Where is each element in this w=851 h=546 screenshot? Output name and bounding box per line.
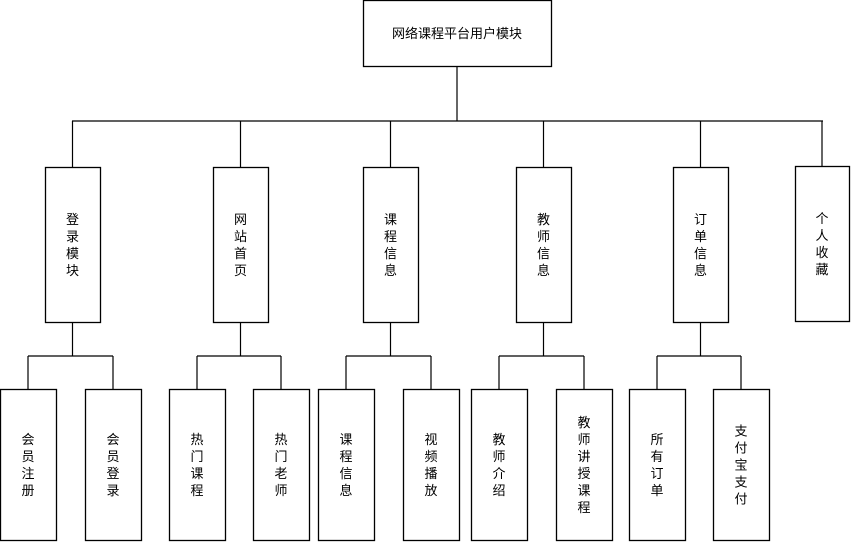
module-box: 登录模块 xyxy=(44,166,102,324)
child-box: 热门老师 xyxy=(252,388,311,542)
child-box-label: 课程信息 xyxy=(339,433,352,499)
module-box-border xyxy=(672,166,730,324)
child-box: 支付宝支付 xyxy=(712,388,771,542)
child-box-label: 支付宝支付 xyxy=(734,425,747,508)
child-box-label: 教师介绍 xyxy=(492,432,505,499)
child-box: 会员登录 xyxy=(84,388,143,542)
child-box-border xyxy=(402,388,461,542)
child-box-label: 所有订单 xyxy=(650,433,663,499)
child-box-label: 会员注册 xyxy=(21,433,34,499)
child-box-border xyxy=(712,388,771,542)
module-box-border xyxy=(212,166,270,324)
child-box: 所有订单 xyxy=(628,388,687,542)
child-box-border xyxy=(168,388,227,542)
module-box: 教师信息 xyxy=(515,166,573,324)
module-box-border xyxy=(794,165,851,323)
child-box: 会员注册 xyxy=(0,388,58,542)
root-box: 网络课程平台用户模块 xyxy=(362,0,553,68)
root-box-border xyxy=(362,0,553,68)
module-box-label: 订单信息 xyxy=(694,213,707,279)
child-box: 视频播放 xyxy=(402,388,461,542)
child-box-border xyxy=(628,388,687,542)
child-box-label: 热门课程 xyxy=(190,433,203,499)
root-box-label: 网络课程平台用户模块 xyxy=(392,26,522,42)
child-box-border xyxy=(555,388,614,542)
child-box-label: 教师讲授课程 xyxy=(577,415,590,516)
module-box: 网站首页 xyxy=(212,166,270,324)
module-box-label: 课程信息 xyxy=(384,213,397,279)
child-box-border xyxy=(470,388,529,542)
child-box-border xyxy=(252,388,311,542)
child-box: 热门课程 xyxy=(168,388,227,542)
module-box-label: 登录模块 xyxy=(66,213,79,279)
module-box-border xyxy=(515,166,573,324)
module-box-border xyxy=(362,166,420,324)
child-box-label: 热门老师 xyxy=(274,433,287,499)
child-box-border xyxy=(84,388,143,542)
module-box: 课程信息 xyxy=(362,166,420,324)
child-box-label: 会员登录 xyxy=(106,433,119,499)
module-box-label: 教师信息 xyxy=(537,212,550,279)
child-box: 教师讲授课程 xyxy=(555,388,614,542)
module-box-label: 网站首页 xyxy=(234,213,247,279)
module-box: 订单信息 xyxy=(672,166,730,324)
module-box-border xyxy=(44,166,102,324)
child-box-label: 视频播放 xyxy=(424,433,437,499)
child-box: 教师介绍 xyxy=(470,388,529,542)
child-box: 课程信息 xyxy=(317,388,376,542)
child-box-border xyxy=(0,388,58,542)
module-box: 个人收藏 xyxy=(794,165,851,323)
connector-lines xyxy=(27,67,823,389)
module-box-label: 个人收藏 xyxy=(815,212,828,278)
child-box-border xyxy=(317,388,376,542)
